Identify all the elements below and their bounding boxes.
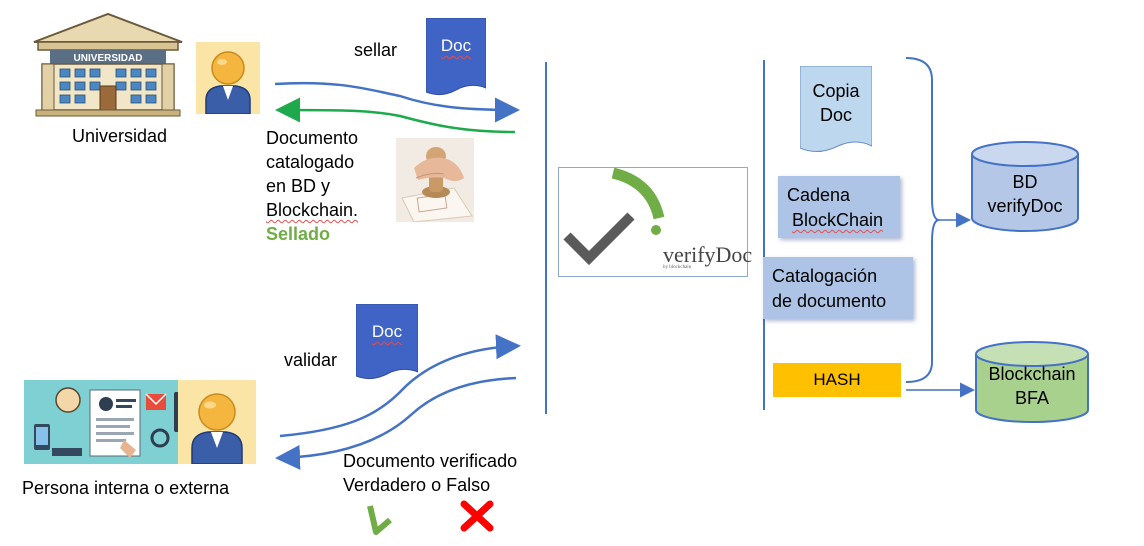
sealed-status: Sellado	[266, 224, 331, 244]
verifydoc-check-icon	[563, 168, 665, 266]
cataloging-line-1: Catalogación	[772, 266, 878, 286]
cataloging-line-2: de documento	[772, 291, 887, 311]
university-building-icon: UNIVERSIDAD	[33, 12, 183, 117]
verifydoc-logo-tagline: by blockchain	[663, 265, 692, 270]
hash-box: HASH	[773, 363, 901, 397]
bd-verifydoc-line-2: verifyDoc	[987, 196, 1063, 216]
seal-action-label: sellar	[354, 40, 398, 60]
validate-arrow	[279, 334, 521, 438]
verifydoc-logo-name: verifyDoc	[663, 242, 753, 267]
validate-action-label: validar	[284, 350, 338, 370]
blockchain-bfa-label: Blockchain BFA	[974, 362, 1090, 410]
copy-doc-line-1: Copia	[812, 81, 860, 101]
doc-seal-label: Doc	[440, 36, 472, 55]
copy-doc-label: Copia Doc	[800, 79, 872, 127]
doc-icon-validate: Doc	[355, 303, 419, 380]
true-check-icon	[367, 505, 392, 535]
cataloged-line-4: Blockchain.	[266, 200, 359, 220]
right-brace	[905, 57, 942, 383]
bd-verifydoc-database-icon	[971, 141, 1079, 232]
blockchain-bfa-line-1: Blockchain	[988, 364, 1076, 384]
verified-result-line-1: Documento verificado	[343, 451, 518, 471]
doc-icon-seal: Doc	[425, 17, 487, 96]
blockchain-bfa-database-icon	[975, 341, 1089, 423]
bottom-flow-arrows	[275, 334, 521, 470]
blockchain-chain-line-2: BlockChain	[792, 210, 884, 230]
cataloged-line-1: Documento	[266, 128, 359, 148]
cataloged-line-3: en BD y	[266, 176, 331, 196]
bd-verifydoc-label: BD verifyDoc	[970, 170, 1080, 218]
right-separator-line	[763, 60, 765, 410]
cataloged-return-arrow	[275, 97, 516, 134]
university-sign-text: UNIVERSIDAD	[74, 53, 143, 64]
blockchain-chain-line-1: Cadena	[787, 185, 851, 205]
blockchain-chain-box: Cadena BlockChain	[778, 176, 900, 238]
verified-return-arrow	[275, 376, 517, 470]
cataloging-box: Catalogación de documento	[763, 257, 913, 319]
user-avatar-icon	[196, 42, 260, 115]
university-label: Universidad	[72, 126, 168, 146]
left-separator-line	[545, 62, 547, 414]
cataloged-text: Documento catalogado en BD y Blockchain.…	[266, 126, 358, 246]
blockchain-bfa-line-2: BFA	[1014, 388, 1049, 408]
bd-verifydoc-line-1: BD	[1012, 172, 1038, 192]
storage-connectors	[905, 57, 975, 398]
seal-arrow	[274, 81, 520, 123]
person-avatar-icon	[178, 380, 256, 465]
verified-result-text: Documento verificado Verdadero o Falso	[343, 449, 517, 497]
verifydoc-logo: verifyDoc by blockchain	[558, 167, 752, 277]
false-cross-icon	[460, 500, 494, 532]
doc-validate-label: Doc	[371, 322, 403, 341]
top-flow-arrows	[274, 81, 520, 134]
verified-result-line-2: Verdadero o Falso	[343, 475, 491, 495]
copy-doc-shape	[800, 66, 872, 152]
cataloged-line-2: catalogado	[266, 152, 355, 172]
stamp-image-icon	[396, 138, 474, 222]
person-documents-image-icon	[24, 380, 198, 464]
person-label: Persona interna o externa	[22, 478, 230, 498]
copy-doc-line-2: Doc	[819, 105, 852, 125]
